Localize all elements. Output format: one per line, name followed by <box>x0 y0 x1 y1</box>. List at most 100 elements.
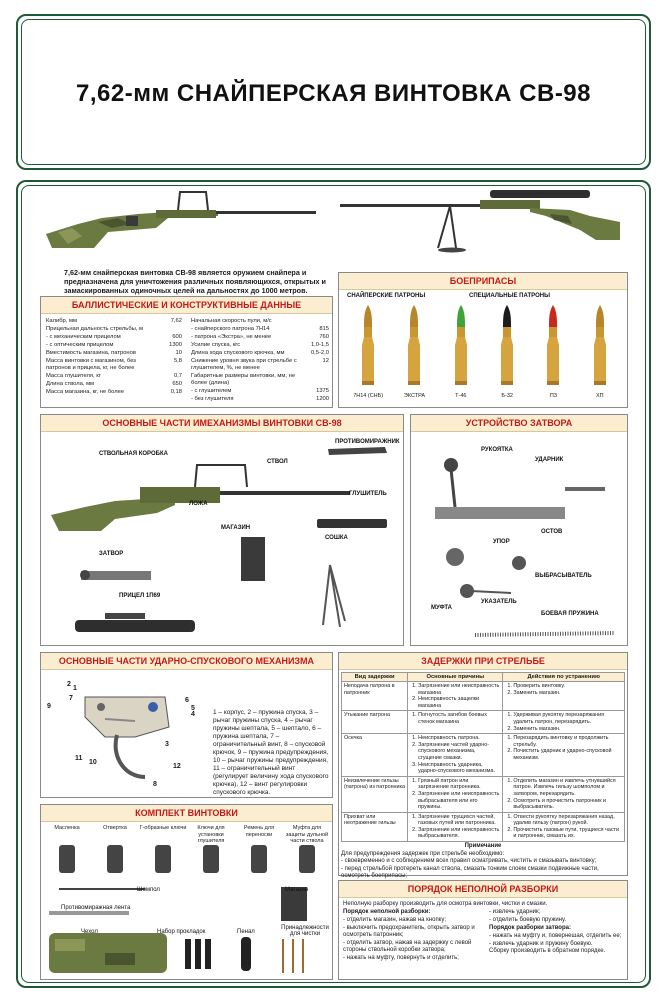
delay-causes: Погнутость загибов боевых стенок магазин… <box>407 710 504 735</box>
cartridge: ПЗ <box>530 303 576 407</box>
ballistics-row: Прицельная дальность стрельбы, м <box>44 325 184 333</box>
delay-kind: Прихват или неотражение гильзы <box>340 811 409 843</box>
title-frame: 7,62-мм СНАЙПЕРСКАЯ ВИНТОВКА СВ-98 <box>16 14 651 170</box>
cartridge-label: Т-46 <box>455 393 467 399</box>
ballistics-key: Габаритные размеры винтовки, мм, не боле… <box>191 372 296 386</box>
kit-items-image <box>49 887 307 973</box>
ballistics-heading: БАЛЛИСТИЧЕСКИЕ И КОНСТРУКТИВНЫЕ ДАННЫЕ <box>41 297 332 314</box>
ballistics-value: 1,0-1,5 <box>310 341 329 348</box>
ballistics-value <box>156 325 184 333</box>
disassembly-step: - отделить магазин, нажав на кнопку; <box>343 917 447 923</box>
cartridge: ЭКСТРА <box>391 303 437 407</box>
barrel-label: СТВОЛ <box>267 459 288 465</box>
ballistics-value <box>303 372 331 387</box>
ballistics-key: Масса магазина, кг, не более <box>46 388 125 395</box>
ballistics-key: Масса винтовки с магазином, без патронов… <box>46 357 136 371</box>
ammo-panel: БОЕПРИПАСЫ СНАЙПЕРСКИЕ ПАТРОНЫ СПЕЦИАЛЬН… <box>338 272 628 408</box>
delay-causes-item: Загрязнение или неисправность выбрасыват… <box>418 791 500 811</box>
disassembly-lead: Неполную разборку производить для осмотр… <box>343 901 548 907</box>
ballistics-key: - без глушителя <box>191 395 234 402</box>
bipod-label: СОШКА <box>325 535 348 541</box>
ballistics-value: 1375 <box>316 387 329 394</box>
delays-heading: ЗАДЕРЖКИ ПРИ СТРЕЛЬБЕ <box>339 653 627 670</box>
magazine-label: МАГАЗИН <box>221 525 251 531</box>
kit-magazine-label: Магазин <box>285 887 309 893</box>
delay-fix-item: Перезарядить винтовку и продолжить стрел… <box>513 735 622 748</box>
ballistics-table-right: Начальная скорость пули, м/с- снайперско… <box>189 317 331 403</box>
delay-causes-item: Загрязнение или неисправность выбрасыват… <box>418 827 500 840</box>
ballistics-key: Калибр, мм <box>46 317 77 324</box>
delay-fix-item: Осмотреть и прочистить патронник и выбра… <box>513 798 622 811</box>
flash-suppressor-label: ПРОТИВОМИРАЖНИК <box>335 439 400 445</box>
delay-fix-item: Отвести рукоятку перезаряжания назад, уд… <box>513 814 622 827</box>
delay-causes-item: Неисправность патрона. <box>418 735 500 742</box>
cartridge-label: ХП <box>596 393 604 399</box>
bolt-panel: УСТРОЙСТВО ЗАТВОРА РУКОЯТКА УДАРНИК ОСТО… <box>410 414 628 646</box>
trigger-part-number: 12 <box>173 763 181 770</box>
ballistics-key: Вместимость магазина, патронов <box>46 349 136 356</box>
delays-row: Неподача патрона в патронникЗагрязнение … <box>340 680 625 712</box>
trigger-part-number: 1 <box>73 685 77 692</box>
cartridge-icon <box>593 305 606 385</box>
pencil-case-label: Пенал <box>237 929 255 935</box>
ballistics-value: 5,8 <box>173 357 182 364</box>
delay-fix-item: Проверить винтовку. <box>513 683 622 690</box>
delays-column-header: Вид задержки <box>340 672 409 682</box>
indicator-label: УКАЗАТЕЛЬ <box>481 599 517 605</box>
trigger-part-number: 7 <box>69 695 73 702</box>
trigger-part-number: 10 <box>89 759 97 766</box>
case-label: Чехол <box>81 929 98 935</box>
ballistics-value: 0,7 <box>173 372 182 379</box>
disassembly-order-title: Порядок неполной разборки: <box>343 909 431 915</box>
ejector-label: ВЫБРАСЫВАТЕЛЬ <box>535 573 592 579</box>
cartridge: ХП <box>577 303 623 407</box>
ballistics-row: Снижение уровня звука при стрельбе с глу… <box>189 357 331 372</box>
ballistics-value <box>303 317 331 325</box>
parts-panel: ОСНОВНЫЕ ЧАСТИ ИМЕХАНИЗМЫ ВИНТОВКИ СВ-98… <box>40 414 404 646</box>
sniper-cartridges-label: СНАЙПЕРСКИЕ ПАТРОНЫ <box>347 293 426 299</box>
parts-heading: ОСНОВНЫЕ ЧАСТИ ИМЕХАНИЗМЫ ВИНТОВКИ СВ-98 <box>41 415 403 432</box>
trigger-mechanism-image <box>84 696 170 779</box>
delay-fix: Отделить магазин и извлечь утнувшийся па… <box>502 775 625 813</box>
ballistics-value: 1300 <box>169 341 182 348</box>
rifle-scope-bipod-image <box>340 190 620 253</box>
ballistics-value: 1200 <box>316 395 329 402</box>
delay-causes-item: Загрязнение частей ударно-спускового мех… <box>418 742 500 762</box>
bolt-parts-image <box>435 458 616 637</box>
cartridge-icon <box>547 305 560 385</box>
trigger-legend: 1 – корпус, 2 – пружина спуска, 3 – рыча… <box>213 709 329 796</box>
stock-label: ЛОЖА <box>189 501 208 507</box>
delays-row: ОсечкаНеисправность патрона.Загрязнение … <box>340 733 625 777</box>
disassembly-heading: ПОРЯДОК НЕПОЛНОЙ РАЗБОРКИ <box>339 881 627 898</box>
kit-item-icon <box>107 845 123 873</box>
cartridge-label: Б-32 <box>501 393 513 399</box>
kit-item-label: Ремень для переноски <box>243 825 275 838</box>
trigger-part-number: 5 <box>191 705 195 712</box>
bolt-label: ЗАТВОР <box>99 551 124 557</box>
special-cartridges-label: СПЕЦИАЛЬНЫЕ ПАТРОНЫ <box>469 293 550 299</box>
cartridge-label: ПЗ <box>549 393 558 399</box>
disassembly-step: - выключить предохранитель, открыть затв… <box>343 924 475 939</box>
spring-label: БОЕВАЯ ПРУЖИНА <box>541 611 599 617</box>
kit-item-icon <box>155 845 171 873</box>
ballistics-key: Снижение уровня звука при стрельбе с глу… <box>191 357 297 371</box>
stop-label: УПОР <box>493 539 510 545</box>
kit-item-label: Ключи для установки глушителя <box>197 825 225 844</box>
cartridge: Б-32 <box>484 303 530 407</box>
striker-label: УДАРНИК <box>535 457 564 463</box>
ballistics-value: 7,62 <box>170 317 182 324</box>
ballistics-value: 10 <box>175 349 182 356</box>
disassembly-step: - извлечь ударник и пружину боевую. <box>489 940 593 947</box>
delay-fix-item: Заменить магазин. <box>513 726 622 733</box>
bolt-heading: УСТРОЙСТВО ЗАТВОРА <box>411 415 627 432</box>
delay-causes-item: Погнутость загибов боевых стенок магазин… <box>418 712 500 725</box>
ammo-heading: БОЕПРИПАСЫ <box>339 273 627 290</box>
bolt-disassembly-title: Порядок разборки затвора: <box>489 925 571 931</box>
